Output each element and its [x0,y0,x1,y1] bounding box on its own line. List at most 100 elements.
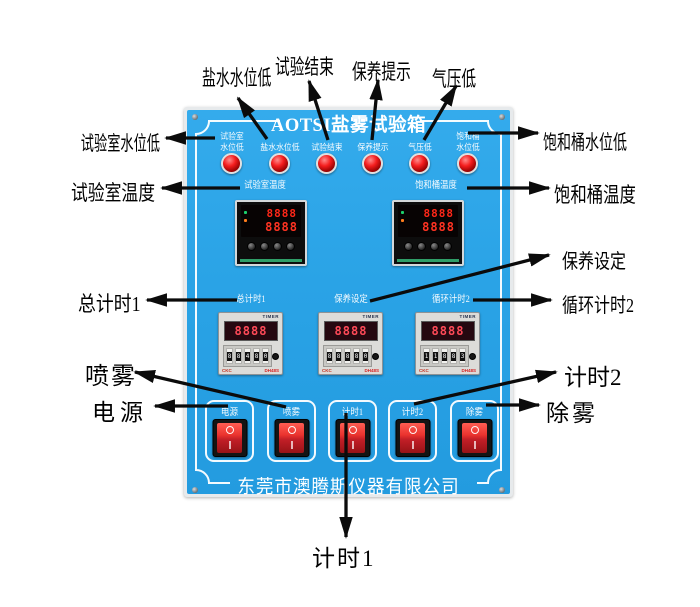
callout-salt-water-low: 盐水水位低 [202,66,272,90]
switch-label: 电源 [220,408,239,418]
timer-total: TIMER 8888 8 8 4 8 0 CKC DH48S [218,312,283,375]
timer-cycle: TIMER 8888 1 1 8 8 3 CKC DH48S [415,312,480,375]
off-symbol [470,426,479,434]
thumbwheel-key[interactable]: 1 [423,348,430,364]
led-air-pressure-low [409,153,430,174]
rocker-housing [274,419,309,457]
timer-tag: TIMER [362,314,379,319]
switch-spray: 喷雾 [267,400,316,462]
temp-controller-chamber: 8888 8888 [235,200,307,266]
controller-button[interactable] [417,242,426,251]
switch-label: 除雾 [465,408,484,418]
on-symbol [473,441,476,449]
led-salt-water-low [269,153,290,174]
callout-air-pressure-low: 气压低 [432,67,477,91]
pv-readout: 8888 [423,207,454,220]
switch-power: 电源 [205,400,254,462]
indicator-label: 盐水水位低 [260,142,300,152]
callout-maintenance-hint: 保养提示 [352,60,411,84]
timer-brand: CKC [322,368,332,373]
thumbwheel-key[interactable]: 3 [459,348,466,364]
controller-button[interactable] [286,242,295,251]
temp-display: 8888 8888 [398,205,458,237]
controller-button[interactable] [430,242,439,251]
status-dot [244,219,247,222]
led-saturator-water-low [457,153,478,174]
timer-model: DH48S [461,368,476,373]
off-symbol [225,426,234,434]
maintenance-set-label: 保养设定 [334,295,368,305]
indicator-label: 饱和桶水位低 [456,131,480,152]
switch-label: 喷雾 [282,408,301,418]
callout-test-end: 试验结束 [275,55,334,79]
thumbwheel-key[interactable]: 1 [432,348,439,364]
on-symbol [228,441,231,449]
rocker-switch[interactable] [400,423,425,453]
thumbwheel-key[interactable]: 8 [326,348,333,364]
timer-display: 8888 [224,321,278,341]
thumbwheel-key[interactable]: 8 [226,348,233,364]
on-symbol [411,441,414,449]
controller-button[interactable] [443,242,452,251]
rocker-housing [395,419,430,457]
timer-tag: TIMER [262,314,279,319]
screw-icon [499,487,505,493]
temp-display: 8888 8888 [241,205,301,237]
off-symbol [287,426,296,434]
thumbwheel-key[interactable]: 8 [253,348,260,364]
thumbwheel-key[interactable]: 8 [450,348,457,364]
on-symbol [290,441,293,449]
thumbwheel-key[interactable]: 4 [244,348,251,364]
rocker-switch[interactable] [279,423,304,453]
total-timer-label: 总计时1 [236,295,266,305]
controller-button[interactable] [247,242,256,251]
screw-icon [192,487,198,493]
thumbwheel-key[interactable]: 8 [353,348,360,364]
switch-timer1: 计时1 [328,400,377,462]
rocker-switch[interactable] [340,423,365,453]
sv-readout: 8888 [265,220,298,234]
controller-button[interactable] [404,242,413,251]
thumbwheel-key[interactable]: 8 [335,348,342,364]
thumbwheel-key[interactable]: 8 [441,348,448,364]
thumbwheel-key[interactable]: 0 [262,348,269,364]
callout-maintenance-set: 保养设定 [562,251,626,273]
rocker-switch[interactable] [217,423,242,453]
timer-reset-button[interactable] [469,353,476,360]
thumbwheel-key[interactable]: 8 [235,348,242,364]
callout-chamber-water-low: 试验室水位低 [80,133,160,155]
rocker-switch[interactable] [462,423,487,453]
timer-reset-button[interactable] [372,353,379,360]
controller-button[interactable] [260,242,269,251]
timer-tag: TIMER [459,314,476,319]
controller-button[interactable] [273,242,282,251]
chamber-temp-label: 试验室温度 [244,181,286,191]
indicator-label: 保养提示 [357,142,389,152]
control-panel: AOTSI盐雾试验箱 试验室水位低 盐水水位低 试验结束 保养提示 气压低 饱和… [184,107,513,498]
off-symbol [408,426,417,434]
switch-label: 计时2 [401,408,424,418]
indicator-label: 气压低 [408,142,432,152]
controller-trim [397,259,459,262]
callout-timer1: 计时1 [312,546,376,571]
callout-total-timer1: 总计时1 [77,292,140,316]
callout-spray: 喷雾 [85,364,137,390]
callout-timer2: 计时2 [564,365,622,390]
led-maintenance-hint [362,153,383,174]
callout-power: 电源 [92,400,148,425]
timer-model: DH48S [264,368,279,373]
timer-display: 8888 [421,321,475,341]
switch-label: 计时1 [341,408,364,418]
thumbwheel-key[interactable]: 8 [344,348,351,364]
timer-model: DH48S [364,368,379,373]
timer-reset-button[interactable] [272,353,279,360]
rocker-housing [212,419,247,457]
callout-chamber-temp: 试验室温度 [71,181,155,205]
thumbwheel-key[interactable]: 0 [362,348,369,364]
timer-maintenance: TIMER 8888 8 8 8 8 0 CKC DH48S [318,312,383,375]
company-name: 东莞市澳腾斯仪器有限公司 [237,478,460,498]
rocker-housing [335,419,370,457]
saturator-temp-label: 饱和桶温度 [415,181,457,191]
pv-readout: 8888 [266,207,297,220]
timer-brand: CKC [222,368,232,373]
